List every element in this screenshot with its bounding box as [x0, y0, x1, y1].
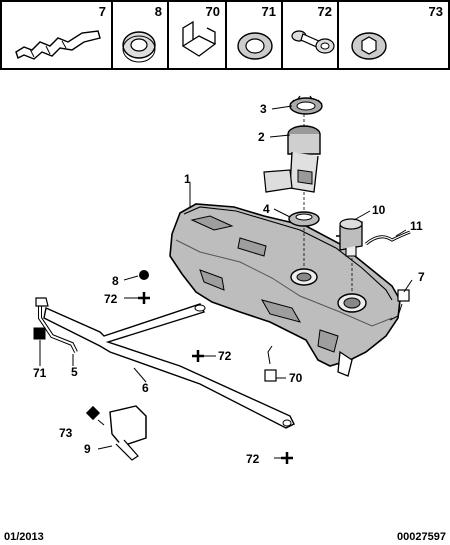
legend-cell-7: 7 — [0, 0, 113, 70]
pipe-5 — [35, 297, 78, 353]
legend-ref-72: 72 — [317, 4, 332, 19]
symbol-square-73 — [85, 405, 101, 421]
legend-ref-70: 70 — [205, 4, 220, 19]
callout-8: 8 — [112, 274, 119, 288]
callout-9: 9 — [84, 442, 91, 456]
symbol-box-70 — [264, 369, 277, 382]
connector-9 — [109, 405, 147, 461]
symbol-plus-72a — [138, 292, 150, 304]
callout-11: 11 — [410, 219, 423, 233]
callout-73: 73 — [59, 426, 73, 440]
callout-72b: 72 — [218, 349, 232, 363]
symbols — [33, 270, 410, 464]
callout-7: 7 — [418, 270, 425, 284]
legend-ref-71: 71 — [261, 4, 276, 19]
callout-3: 3 — [260, 102, 267, 116]
pressure-regulator — [336, 218, 363, 257]
fuel-tank — [169, 203, 401, 377]
legend-ref-7: 7 — [98, 4, 106, 19]
callout-2: 2 — [258, 130, 265, 144]
vent-hose — [365, 230, 411, 246]
bolt-washer-icon — [291, 30, 335, 54]
callout-10: 10 — [372, 203, 386, 217]
locking-ring — [289, 95, 323, 115]
callout-72c: 72 — [246, 452, 260, 466]
tank-strap-6 — [43, 303, 295, 429]
sender-seal — [288, 211, 320, 227]
callout-70: 70 — [289, 371, 303, 385]
callout-71: 71 — [33, 366, 47, 380]
legend-cell-71: 71 — [225, 0, 283, 70]
callout-1: 1 — [184, 172, 191, 186]
fuel-sender-unit — [263, 125, 321, 193]
footer-date: 01/2013 — [4, 531, 44, 543]
legend-cell-72: 72 — [281, 0, 339, 70]
clip-icon — [15, 30, 101, 60]
legend-ref-73: 73 — [428, 4, 443, 19]
callout-4: 4 — [263, 202, 270, 216]
callout-6: 6 — [142, 381, 149, 395]
callout-72a: 72 — [104, 292, 118, 306]
locking-nut-icon — [351, 32, 387, 60]
symbol-dot-8 — [139, 270, 149, 280]
parts-legend: 7 8 70 71 72 — [0, 0, 450, 70]
symbol-plus-72c — [281, 452, 293, 464]
grommet-icon — [122, 31, 156, 63]
legend-cell-70: 70 — [167, 0, 227, 70]
callout-5: 5 — [71, 365, 78, 379]
symbol-plus-72b — [192, 350, 204, 362]
leader-lines — [39, 105, 413, 459]
seal-ring-icon — [237, 32, 273, 60]
legend-cell-8: 8 — [111, 0, 169, 70]
footer-code: 00027597 — [397, 531, 446, 543]
symbol-square-71 — [33, 327, 46, 340]
fuel-tank-exploded-view: 3 2 1 4 10 11 7 8 72 72 70 71 5 6 73 9 7… — [33, 95, 425, 466]
legend-cell-73: 73 — [337, 0, 450, 70]
legend-ref-8: 8 — [154, 4, 162, 19]
assembly-guides — [303, 114, 353, 294]
bracket-icon — [181, 20, 217, 57]
symbol-box-7 — [397, 289, 410, 302]
